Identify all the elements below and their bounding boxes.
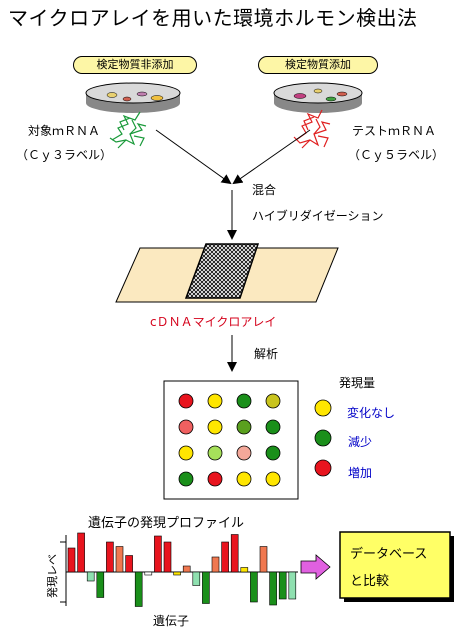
profile-bar-19	[240, 567, 249, 573]
profile-bar-15	[202, 571, 210, 604]
profile-bar-18	[230, 534, 239, 573]
profile-bar-2	[77, 532, 85, 573]
green-mrna-icon	[109, 111, 147, 149]
profile-bar-13	[182, 565, 191, 573]
spot-r1-c1	[178, 393, 194, 409]
spot-r1-c4	[265, 393, 281, 409]
spot-r3-c2	[207, 445, 223, 461]
legend-decrease-label: 減少	[348, 435, 373, 449]
petri-dish-right	[273, 82, 363, 113]
test-cy5-label: （Ｃｙ５ラベル）	[348, 148, 445, 162]
profile-bar-20	[250, 571, 258, 603]
pink-arrow-icon	[300, 554, 331, 580]
spot-r3-c1	[178, 445, 194, 461]
spot-r2-c2	[207, 419, 223, 435]
legend-swatch-2	[314, 429, 332, 447]
profile-bar-21	[259, 546, 268, 573]
spot-r2-c4	[265, 419, 281, 435]
profile-bar-12	[173, 571, 181, 576]
profile-bar-17	[221, 541, 229, 573]
spot-r1-c3	[236, 393, 252, 409]
spot-r1-c2	[207, 393, 223, 409]
test-mrna-label: テストｍＲＮＡ	[352, 124, 437, 138]
profile-bar-9	[144, 571, 153, 576]
legend-swatch-3	[314, 459, 332, 477]
microarray-slide	[115, 243, 339, 303]
spot-grid	[178, 393, 281, 487]
target-cy3-label: （Ｃｙ３ラベル）	[16, 148, 113, 162]
profile-bar-23	[278, 571, 287, 600]
microarray-label: cＤＮＡマイクロアレイ	[150, 315, 277, 329]
profile-bar-7	[125, 555, 133, 573]
spot-r2-c3	[236, 419, 252, 435]
arrow-left-to-mix	[155, 129, 232, 185]
spot-r3-c3	[236, 445, 252, 461]
profile-bar-1	[67, 547, 76, 573]
legend-swatch-1	[314, 399, 332, 417]
arrow-right-to-mix	[232, 129, 311, 185]
profile-xlabel: 遺伝子	[153, 614, 190, 628]
legend-no-change-label: 変化なし	[347, 406, 396, 420]
spot-r2-c1	[178, 419, 194, 435]
legend-increase-label: 増加	[348, 466, 373, 480]
database-box	[339, 531, 451, 599]
legend-circles	[314, 399, 332, 477]
profile-bar-14	[192, 571, 201, 586]
database-label-line1: データベース	[350, 547, 428, 562]
profile-bar-24	[288, 571, 297, 600]
spot-r4-c3	[236, 471, 252, 487]
hybridization-label: ハイブリダイゼーション	[252, 209, 384, 223]
profile-bar-10	[154, 535, 162, 573]
spot-r4-c2	[207, 471, 223, 487]
spot-r3-c4	[265, 445, 281, 461]
dish-left-label: 検定物質非添加	[73, 56, 197, 74]
database-label-line2: と比較	[350, 574, 390, 589]
profile-chart	[60, 532, 298, 607]
mix-label: 混合	[252, 183, 277, 197]
page-title: マイクロアレイを用いた環境ホルモン検出法	[8, 6, 418, 30]
profile-bar-16	[211, 556, 220, 573]
dish-right-label: 検定物質添加	[258, 56, 378, 74]
red-mrna-icon	[293, 109, 331, 149]
petri-dish-left	[85, 82, 181, 113]
profile-bar-4	[96, 571, 105, 598]
profile-bar-6	[115, 546, 124, 573]
spot-r4-c1	[178, 471, 194, 487]
profile-bar-5	[106, 541, 114, 573]
legend-title: 発現量	[339, 376, 376, 390]
profile-bar-11	[163, 541, 172, 573]
profile-title: 遺伝子の発現プロファイル	[88, 516, 245, 531]
spot-r4-c4	[265, 471, 281, 487]
profile-bar-3	[86, 571, 95, 582]
target-mrna-label: 対象ｍＲＮＡ	[28, 124, 101, 138]
profile-bar-8	[134, 571, 143, 607]
profile-ylabel: 発現レベ	[46, 554, 59, 598]
analysis-label: 解析	[254, 347, 279, 361]
profile-bar-22	[269, 571, 277, 606]
